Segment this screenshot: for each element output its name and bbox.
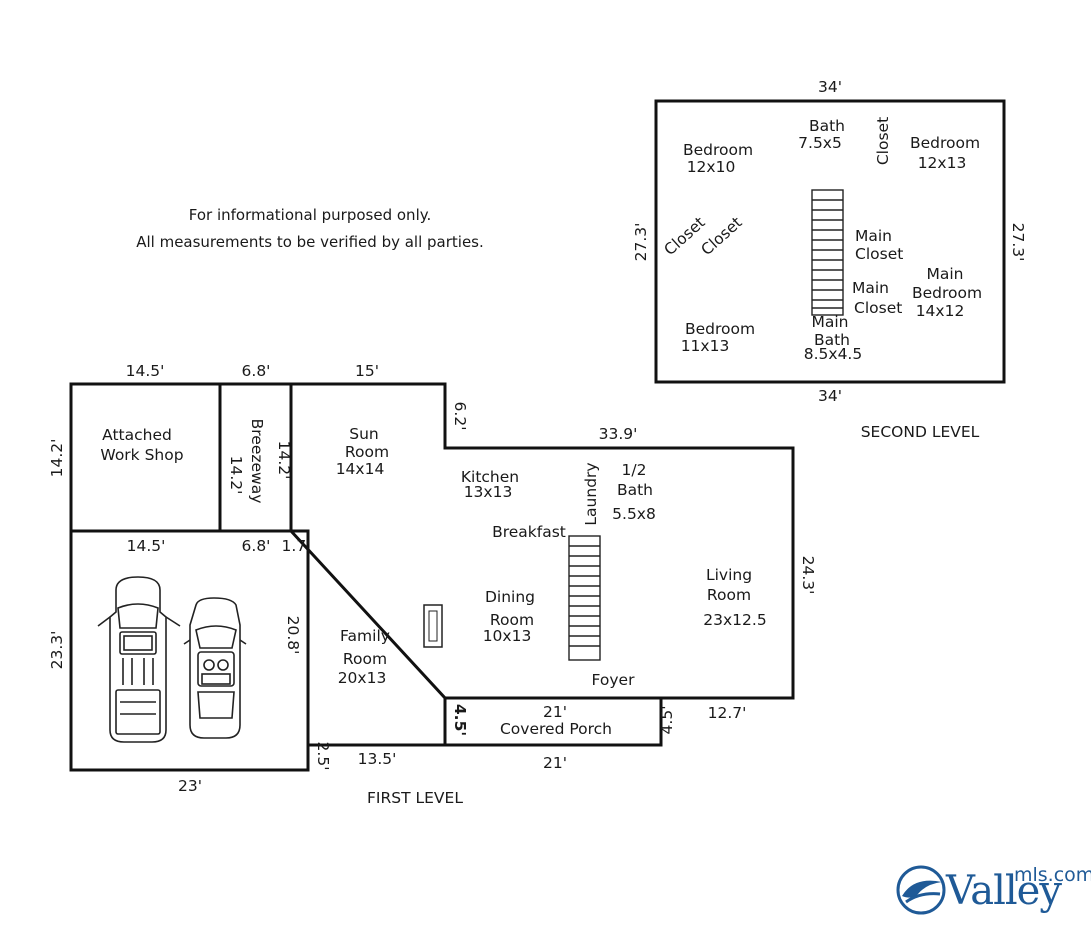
first-level-label: FIRST LEVEL <box>367 789 463 807</box>
truck-icon <box>97 576 181 743</box>
bedroom-ne-name: Bedroom <box>910 134 980 152</box>
dim-right: 24.3' <box>799 556 817 595</box>
dim-garage-top-b: 6.8' <box>242 537 271 555</box>
dim-sunroom-top: 15' <box>355 362 379 380</box>
dim-main-top: 33.9' <box>599 425 638 443</box>
first-level-stairs <box>568 535 601 661</box>
second-level-label: SECOND LEVEL <box>861 423 980 441</box>
logo-suffix: mls.com <box>1014 864 1091 886</box>
dining-line1: Dining <box>485 588 535 606</box>
kitchen-name: Kitchen <box>461 468 519 486</box>
closet-a-label: Closet <box>661 213 709 259</box>
dim-front-right: 12.7' <box>708 704 747 722</box>
dim-workshop-top: 14.5' <box>126 362 165 380</box>
half-bath-line1: 1/2 <box>622 461 647 479</box>
living-size: 23x12.5 <box>703 611 766 629</box>
main-bedroom-line1: Main <box>926 265 963 283</box>
closet-b-label: Closet <box>698 213 746 259</box>
dim-second-bottom: 34' <box>818 387 842 405</box>
living-line2: Room <box>707 586 751 604</box>
bedroom-nw-size: 12x10 <box>687 158 736 176</box>
dim-porch-top: 21' <box>543 703 567 721</box>
disclaimer-line2: All measurements to be verified by all p… <box>136 233 484 251</box>
dim-second-left: 27.3' <box>632 223 650 262</box>
dim-garage-top-a: 14.5' <box>127 537 166 555</box>
bedroom-nw-name: Bedroom <box>683 141 753 159</box>
second-level-stairs <box>811 189 844 316</box>
sunroom-size: 14x14 <box>336 460 385 478</box>
family-line1: Family <box>340 627 390 645</box>
foyer-label: Foyer <box>592 671 636 689</box>
dim-porch-bottom: 21' <box>543 754 567 772</box>
second-level: 34' 34' 27.3' 27.3' Bedroom 12x10 Bath 7… <box>632 78 1027 441</box>
dim-porch-left: 4.5' <box>451 704 469 736</box>
kitchen-size: 13x13 <box>464 483 513 501</box>
dining-line2: Room <box>490 611 534 629</box>
closet-top-label: Closet <box>874 117 892 165</box>
breezeway-size: 14.2' <box>227 456 245 495</box>
valleymls-logo: mls.com Valley <box>896 864 1091 918</box>
main-closet-1-line2: Closet <box>855 245 903 263</box>
dim-family-bottom: 13.5' <box>358 750 397 768</box>
logo-word: Valley <box>946 868 1062 914</box>
half-bath-size: 5.5x8 <box>612 505 656 523</box>
first-level: 14.5' 6.8' 15' 6.2' 33.9' 14.2' 14.2' 14… <box>48 362 817 807</box>
living-line1: Living <box>706 566 752 584</box>
laundry-label: Laundry <box>582 462 600 525</box>
main-bath-line2: Bath <box>814 331 850 349</box>
sunroom-line1: Sun <box>349 425 379 443</box>
bath-name: Bath <box>809 117 845 135</box>
workshop-line2: Work Shop <box>100 446 183 464</box>
bath-size: 7.5x5 <box>798 134 842 152</box>
dim-garage-right: 20.8' <box>284 616 302 655</box>
bedroom-sw-size: 11x13 <box>681 337 730 355</box>
workshop-line1: Attached <box>102 426 172 444</box>
main-bath-line1: Main <box>811 313 848 331</box>
porch-outline <box>443 696 663 747</box>
sunroom-line2: Room <box>345 443 389 461</box>
family-size: 20x13 <box>338 669 387 687</box>
breakfast-label: Breakfast <box>492 523 566 541</box>
main-closet-2-line1: Main <box>852 279 889 297</box>
dim-breezeway-right: 14.2' <box>275 441 293 480</box>
dim-garage-left: 23.3' <box>48 631 66 670</box>
main-bedroom-size: 14x12 <box>916 302 965 320</box>
dim-sunroom-step: 6.2' <box>451 402 469 431</box>
dim-breezeway-top: 6.8' <box>242 362 271 380</box>
dim-garage-bottom: 23' <box>178 777 202 795</box>
car-icon <box>183 597 247 739</box>
main-bath-size: 8.5x4.5 <box>804 345 862 363</box>
breezeway-name: Breezeway <box>248 419 266 504</box>
main-closet-2-line2: Closet <box>854 299 902 317</box>
porch-label: Covered Porch <box>500 720 612 738</box>
dim-second-top: 34' <box>818 78 842 96</box>
dim-workshop-left: 14.2' <box>48 439 66 478</box>
dim-second-right: 27.3' <box>1009 223 1027 262</box>
dim-garage-top-c: 1.7' <box>282 537 311 555</box>
dim-garage-step: 2.5' <box>314 742 332 771</box>
second-level-outline <box>654 99 1006 384</box>
disclaimer: For informational purposed only. All mea… <box>100 202 520 256</box>
dim-porch-right: 4.5' <box>658 706 676 735</box>
family-line2: Room <box>343 650 387 668</box>
half-bath-line2: Bath <box>617 481 653 499</box>
bedroom-sw-name: Bedroom <box>685 320 755 338</box>
main-bedroom-line2: Bedroom <box>912 284 982 302</box>
dining-size: 10x13 <box>483 627 532 645</box>
disclaimer-line1: For informational purposed only. <box>188 206 432 224</box>
main-closet-1-line1: Main <box>855 227 892 245</box>
bedroom-ne-size: 12x13 <box>918 154 967 172</box>
logo-mark-icon <box>896 865 946 915</box>
